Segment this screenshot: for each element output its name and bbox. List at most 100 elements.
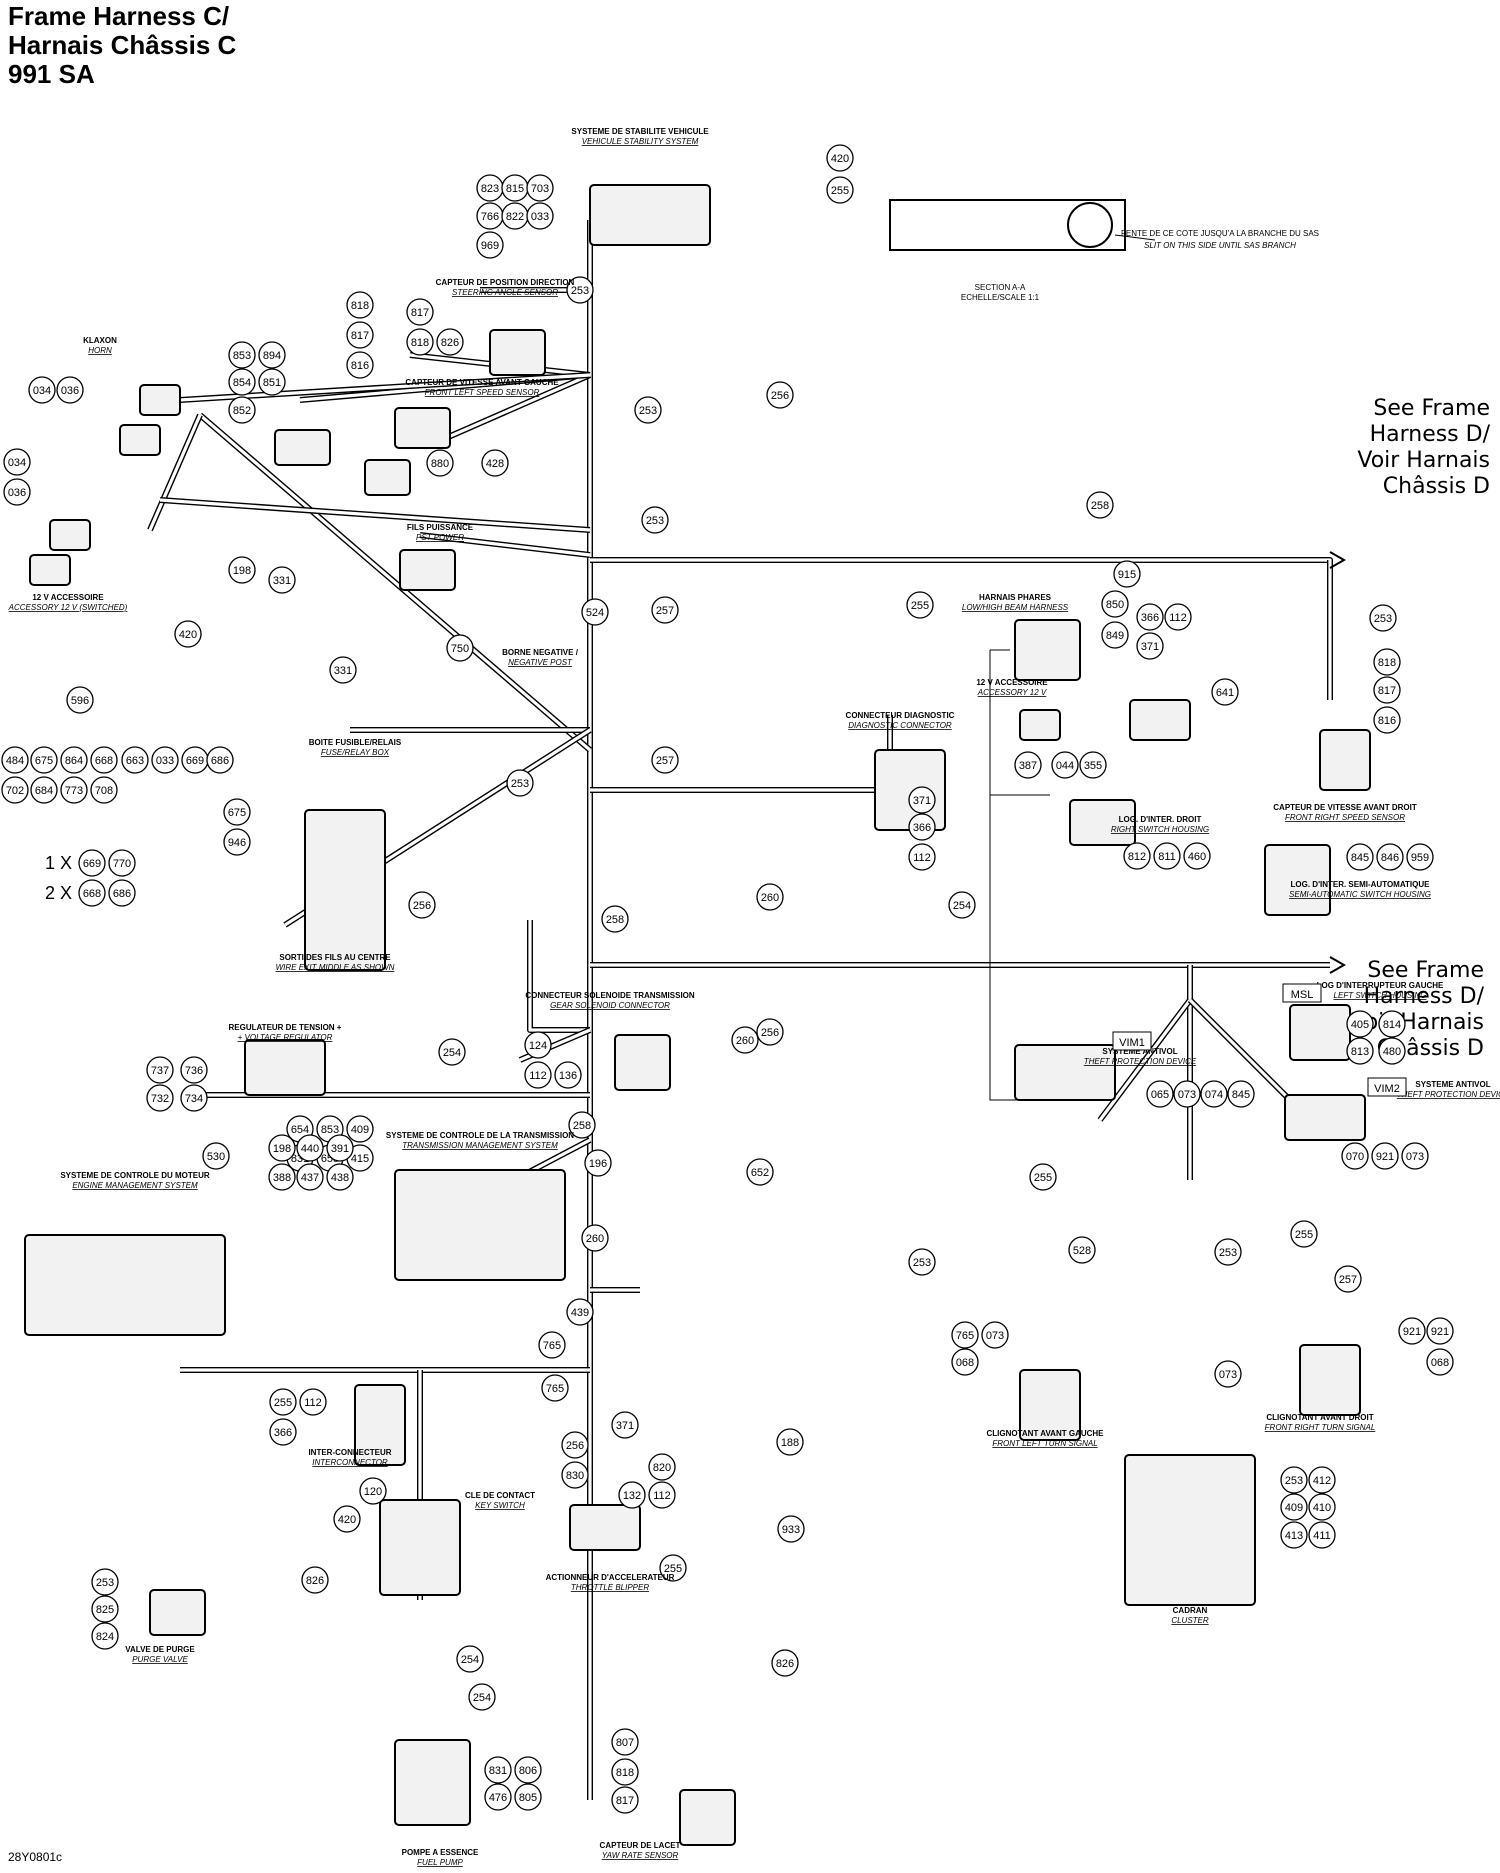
part-number: 813	[1351, 1046, 1369, 1058]
part-bubble: 387	[1014, 751, 1042, 779]
label-french: BORNE NEGATIVE /	[502, 648, 579, 657]
part-number: 826	[776, 1658, 794, 1670]
part-bubble: 258	[1086, 491, 1114, 519]
label-french: CADRAN	[1173, 1606, 1208, 1615]
part-number: 439	[571, 1307, 589, 1319]
part-bubble: 409	[1280, 1493, 1308, 1521]
part-bubble-circle	[1153, 842, 1181, 870]
part-bubble-circle	[611, 1758, 639, 1786]
part-bubble: 921	[1426, 1317, 1454, 1345]
part-number: 817	[411, 307, 429, 319]
part-bubble-circle	[66, 686, 94, 714]
part-bubble-circle	[329, 656, 357, 684]
part-bubble: 734	[180, 1084, 208, 1112]
part-bubble-circle	[1146, 1080, 1174, 1108]
part-bubble: 073	[981, 1321, 1009, 1349]
voltage-regulator	[244, 1039, 326, 1096]
part-bubble-circle	[1308, 1493, 1336, 1521]
part-number: 411	[1313, 1530, 1331, 1542]
part-bubble: 253	[91, 1568, 119, 1596]
part-bubble-circle	[346, 351, 374, 379]
part-bubble: 255	[826, 176, 854, 204]
part-bubble-circle	[771, 1649, 799, 1677]
part-bubble-circle	[1406, 843, 1434, 871]
part-bubble: 652	[746, 1158, 774, 1186]
part-bubble-circle	[514, 1783, 542, 1811]
part-bubble-circle	[180, 1084, 208, 1112]
label-french: CAPTEUR DE VITESSE AVANT DROIT	[1273, 803, 1417, 812]
part-bubble: 816	[1373, 706, 1401, 734]
part-bubble-circle	[426, 449, 454, 477]
part-number: 073	[1406, 1151, 1424, 1163]
acc-connector-a	[49, 519, 91, 551]
part-bubble-circle	[524, 1061, 552, 1089]
part-number: 428	[486, 458, 504, 470]
part-bubble: 331	[268, 566, 296, 594]
tag-box	[1367, 1077, 1407, 1097]
part-bubble-circle	[346, 1115, 374, 1143]
part-bubble: 258	[601, 905, 629, 933]
part-bubble-circle	[1101, 621, 1129, 649]
part-number: 750	[451, 643, 469, 655]
part-bubble: 524	[581, 598, 609, 626]
part-bubble-circle	[1200, 1080, 1228, 1108]
tag-text: VIM1	[1119, 1037, 1145, 1049]
part-bubble: 765	[538, 1331, 566, 1359]
part-bubble-circle	[301, 1566, 329, 1594]
part-bubble-circle	[1398, 1317, 1426, 1345]
part-number: 258	[573, 1120, 591, 1132]
label-french: SYSTEME ANTIVOL	[1415, 1080, 1490, 1089]
part-bubble-circle	[1211, 678, 1239, 706]
part-number: 652	[751, 1167, 769, 1179]
part-number: 437	[301, 1172, 319, 1184]
part-number: 765	[543, 1340, 561, 1352]
part-bubble: 371	[1136, 632, 1164, 660]
part-bubble-circle	[60, 776, 88, 804]
part-bubble: 188	[776, 1428, 804, 1456]
part-bubble: 391	[326, 1134, 354, 1162]
gear-solenoid-connector	[614, 1034, 671, 1091]
part-bubble-circle	[1280, 1493, 1308, 1521]
part-number: 112	[304, 1397, 322, 1409]
part-number: 736	[185, 1065, 203, 1077]
part-number: 921	[1376, 1151, 1394, 1163]
part-number: 253	[1285, 1475, 1303, 1487]
part-bubble: 528	[1068, 1236, 1096, 1264]
accessory-12v-plug	[1019, 709, 1061, 741]
part-number: 420	[338, 1514, 356, 1526]
right-turn-branch-inner	[1188, 998, 1302, 1112]
part-bubble-circle	[906, 591, 934, 619]
part-bubble-circle	[766, 381, 794, 409]
part-bubble-circle	[756, 883, 784, 911]
part-number: 371	[913, 795, 931, 807]
part-bubble: 830	[561, 1461, 589, 1489]
part-number: 853	[321, 1124, 339, 1136]
part-bubble: 811	[1153, 842, 1181, 870]
part-bubble: 112	[908, 843, 936, 871]
part-bubble: 438	[326, 1163, 354, 1191]
part-bubble: 476	[484, 1783, 512, 1811]
part-bubble: 864	[60, 746, 88, 774]
connector-tag: VIM2	[1367, 1077, 1407, 1097]
part-bubble-circle	[28, 376, 56, 404]
part-bubble-circle	[406, 298, 434, 326]
connector-tag: VIM1	[1112, 1031, 1152, 1051]
diagnostic-connector	[874, 749, 946, 831]
connector-tag: MSL	[1282, 983, 1322, 1003]
part-number: 852	[233, 405, 251, 417]
part-bubble: 675	[30, 746, 58, 774]
part-bubble-circle	[446, 634, 474, 662]
part-number: 331	[273, 575, 291, 587]
part-bubble: 366	[908, 813, 936, 841]
part-bubble: 254	[468, 1683, 496, 1711]
part-bubble: 112	[648, 1481, 676, 1509]
part-bubble-circle	[1346, 1037, 1374, 1065]
part-number: 815	[506, 183, 524, 195]
part-bubble-circle	[756, 1018, 784, 1046]
label-english: FRONT LEFT SPEED SENSOR	[425, 388, 540, 397]
part-bubble-circle	[951, 1348, 979, 1376]
part-bubble-circle	[206, 746, 234, 774]
part-number: 257	[656, 605, 674, 617]
